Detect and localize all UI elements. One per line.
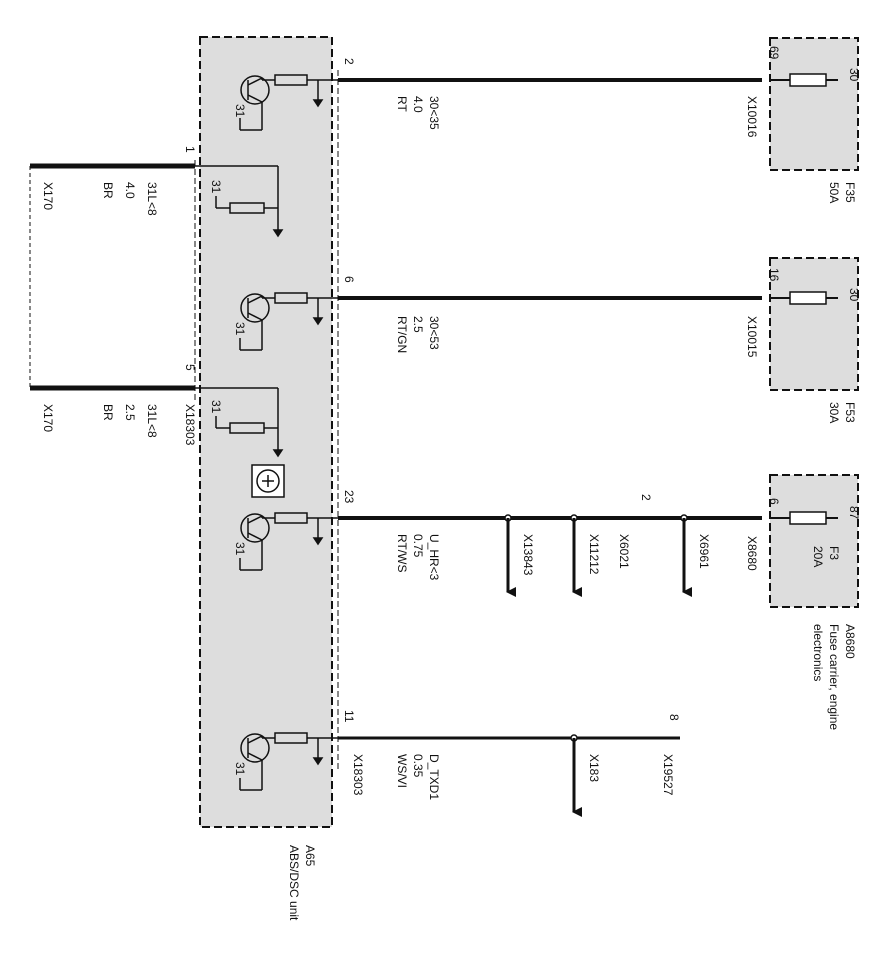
size-pin-1: 4.0 [123, 182, 137, 199]
signal-pin-5: 31L<8 [145, 404, 159, 438]
internal-circuit-pin-2 [239, 74, 338, 131]
branch-x13843 [504, 514, 516, 597]
pin-2-label: 2 [342, 58, 356, 65]
sensor-icon [251, 464, 285, 498]
fuse-rating-f35: 50A [827, 182, 841, 203]
abs-unit-name: ABS/DSC unit [287, 845, 301, 921]
color-pin-5: BR [101, 404, 115, 421]
branch-label-x6961: X6961 [697, 534, 711, 569]
ground-label-5: 31 [209, 180, 223, 194]
pin-11-label: 11 [342, 710, 356, 723]
color-pin-23: RT/WS [395, 534, 409, 572]
connector-x170-a: X170 [41, 182, 55, 210]
branch-x6961 [680, 514, 692, 597]
branch-label-x11212: X11212 [587, 534, 601, 575]
ground-label-2: 31 [233, 322, 247, 336]
size-pin-11: 0.35 [411, 754, 425, 778]
fuse-terminal-30-a: 30 [847, 68, 861, 82]
fuse-carrier-code: A8680 [843, 624, 857, 659]
ground-label-1: 31 [233, 104, 247, 118]
far-connector-x10016: X10016 [745, 96, 759, 138]
size-pin-6: 2.5 [411, 316, 425, 333]
internal-circuit-pin-6 [239, 292, 338, 351]
pin-5-label: 5 [183, 364, 197, 371]
mid-pin-2: 2 [639, 494, 653, 501]
fuse-box-f3 [769, 474, 859, 608]
far-pin-8: 8 [667, 714, 681, 721]
branch-label-x183: X183 [587, 754, 601, 782]
color-pin-1: BR [101, 182, 115, 199]
far-pin-16: 16 [767, 268, 781, 282]
fuse-name-f53: F53 [843, 402, 857, 423]
fuse-name-f3: F3 [827, 546, 841, 560]
fuse-symbol-f35 [770, 73, 838, 87]
signal-pin-1: 31L<8 [145, 182, 159, 216]
mid-connector-x6021: X6021 [617, 534, 631, 569]
fuse-rating-f53: 30A [827, 402, 841, 423]
ground-label-3: 31 [233, 542, 247, 556]
color-pin-2: RT [395, 96, 409, 112]
internal-circuit-pin-5 [195, 387, 284, 458]
internal-circuit-pin-1 [195, 165, 284, 238]
connector-x18303-right: X18303 [351, 754, 365, 796]
color-pin-11: WS/VI [395, 754, 409, 788]
fuse-carrier-name-1: Fuse carrier, engine [827, 624, 841, 730]
fuse-terminal-30-b: 30 [847, 288, 861, 302]
far-pin-69: 69 [767, 46, 781, 60]
fuse-rating-f3: 20A [811, 546, 825, 567]
internal-circuit-pin-23 [239, 512, 338, 571]
branch-label-x13843: X13843 [521, 534, 535, 576]
fuse-name-f35: F35 [843, 182, 857, 203]
ground-label-4: 31 [233, 762, 247, 776]
fuse-symbol-f53 [770, 291, 838, 305]
far-connector-x8680: X8680 [745, 536, 759, 571]
far-pin-6: 6 [767, 498, 781, 505]
pin-1-label: 1 [183, 146, 197, 153]
fuse-terminal-87: 87 [847, 506, 861, 520]
far-connector-x19527: X19527 [661, 754, 675, 796]
far-connector-x10015: X10015 [745, 316, 759, 358]
internal-circuit-pin-11 [239, 732, 338, 791]
signal-pin-23: U_HR<3 [427, 534, 441, 581]
size-pin-5: 2.5 [123, 404, 137, 421]
pin-6-label: 6 [342, 276, 356, 283]
fuse-symbol-f3 [770, 511, 838, 525]
branch-x11212 [570, 514, 582, 597]
fuse-carrier-name-2: electronics [811, 624, 825, 681]
branch-x183 [570, 734, 582, 817]
size-pin-2: 4.0 [411, 96, 425, 113]
ground-label-6: 31 [209, 400, 223, 414]
fuse-box-f35 [769, 37, 859, 171]
signal-pin-6: 30<53 [427, 316, 441, 350]
connector-x18303-left: X18303 [183, 404, 197, 446]
connector-x170-b: X170 [41, 404, 55, 432]
abs-unit-code: A65 [303, 845, 317, 867]
signal-pin-11: D_TXD1 [427, 754, 441, 800]
color-pin-6: RT/GN [395, 316, 409, 353]
pin-23-label: 23 [342, 490, 356, 504]
signal-pin-2: 30<35 [427, 96, 441, 130]
fuse-box-f53 [769, 257, 859, 391]
size-pin-23: 0.75 [411, 534, 425, 558]
abs-unit-box [199, 36, 333, 828]
